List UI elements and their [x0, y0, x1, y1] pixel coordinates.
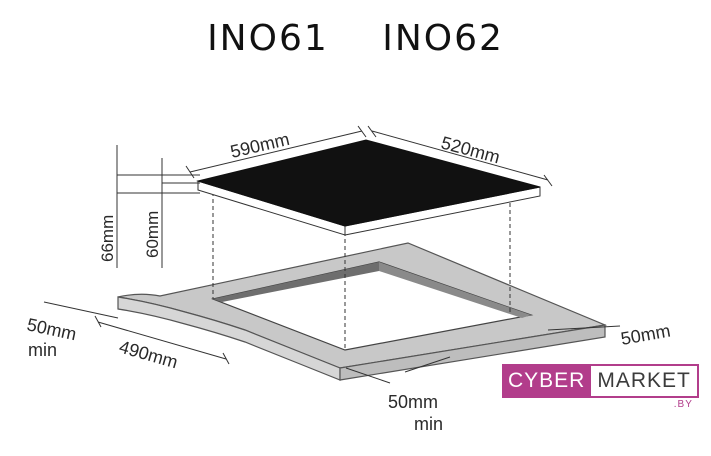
dim-cutout-depth: 490mm [117, 337, 180, 373]
countertop-right-edge [339, 324, 606, 381]
cutout-inner-wall-right [379, 262, 531, 318]
countertop [117, 242, 608, 381]
dim-front-clearance: 50mm [388, 392, 438, 412]
model-title: INO61 INO62 [0, 18, 711, 59]
dim-side-clearance-min: min [28, 340, 57, 360]
hob [196, 139, 541, 236]
dim-total-height: 66mm [98, 215, 117, 262]
projection-lines [212, 192, 511, 350]
watermark-tld: .BY [673, 399, 693, 410]
hob-glass [196, 139, 541, 227]
dim-hob-width: 590mm [228, 129, 291, 162]
watermark-market: MARKET .BY [591, 364, 699, 410]
dim-front-clearance-min: min [414, 414, 443, 434]
dim-cut-height: 60mm [143, 211, 162, 258]
watermark-logo: CYBER MARKET .BY [502, 364, 699, 410]
model-ino62: INO62 [382, 18, 504, 59]
watermark-market-text: MARKET [597, 369, 691, 392]
dim-right-clearance: 50mm [619, 321, 672, 349]
dimension-lines [43, 125, 621, 384]
cutout-inner-wall [213, 262, 379, 302]
watermark-cyber: CYBER [502, 364, 592, 398]
model-ino61: INO61 [207, 18, 329, 59]
